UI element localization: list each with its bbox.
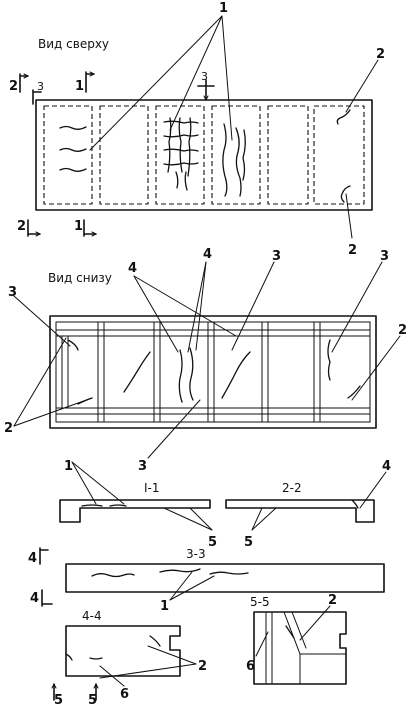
bottom-leader-3c <box>13 295 71 347</box>
section-3-3: 3-3 1 4 4 <box>28 547 385 614</box>
top-cut-3-left <box>32 89 42 105</box>
section-1-1-leaders-1 <box>71 461 125 505</box>
section-2-2-mark-5: 5 <box>244 535 253 550</box>
top-cut-2-bottom <box>27 219 41 237</box>
section-4-4-profile <box>65 625 181 677</box>
bottom-view: Вид снизу <box>4 247 407 474</box>
top-cracks-panel-1 <box>59 125 87 172</box>
top-cracks-panel-6 <box>336 109 351 203</box>
top-cut-3-left-label: 3 <box>37 80 44 93</box>
section-2-2-leader-4 <box>359 471 387 509</box>
bottom-slab-inner <box>55 321 371 423</box>
bottom-leader-3a <box>231 261 275 351</box>
bottom-mark-3c: 3 <box>8 285 17 300</box>
bottom-mark-3a: 3 <box>272 249 281 264</box>
bottom-leader-2b <box>351 335 401 401</box>
section-3-3-leaders-1 <box>169 571 215 601</box>
section-1-1-mark-1: 1 <box>64 459 73 474</box>
section-3-3-profile <box>65 563 385 593</box>
bottom-ribs <box>55 321 371 423</box>
top-view: Вид сверху <box>9 1 385 258</box>
section-2-2-leaders-5 <box>251 507 277 531</box>
top-cut-3-mid <box>197 79 215 101</box>
bottom-leaders-4 <box>133 261 237 353</box>
top-leader-2b <box>345 193 353 239</box>
section-4-4-cut-left <box>51 683 57 701</box>
top-mark-2a: 2 <box>376 47 385 62</box>
section-5-5: 5-5 2 6 <box>246 593 347 685</box>
section-2-2: 2-2 4 5 <box>225 459 391 550</box>
bottom-cracks <box>67 339 361 405</box>
section-3-3-title: 3-3 <box>186 547 206 561</box>
bottom-slab-outline <box>49 315 377 429</box>
top-mark-2b: 2 <box>348 243 357 258</box>
section-5-5-profile <box>253 611 347 685</box>
bottom-view-title: Вид снизу <box>48 271 112 285</box>
section-4-4-cut-left-label: 5 <box>54 693 63 708</box>
section-3-3-cut-bottom <box>41 589 53 607</box>
section-1-1: I-1 1 5 <box>59 459 217 550</box>
section-5-5-leader-6 <box>255 631 269 657</box>
section-4-4: 4-4 2 6 5 5 <box>51 609 207 708</box>
section-5-5-mark-6: 6 <box>246 659 255 674</box>
section-4-4-leader-6 <box>99 665 125 687</box>
section-5-5-mark-2: 2 <box>328 593 337 608</box>
bottom-leader-3d <box>147 399 201 459</box>
section-1-1-mark-5: 5 <box>208 535 217 550</box>
section-3-3-cut-bottom-label: 4 <box>30 591 39 606</box>
section-4-4-leaders-2 <box>99 645 197 679</box>
top-cut-1-bottom <box>83 219 97 237</box>
top-cracks-panel-4 <box>222 123 246 197</box>
section-1-1-leaders-5 <box>163 507 213 531</box>
top-cut-3-mid-label: 3 <box>201 70 208 83</box>
section-4-4-mark-6: 6 <box>120 687 129 702</box>
top-cut-2-top <box>19 73 29 93</box>
section-3-3-mark-1: 1 <box>160 599 169 614</box>
bottom-mark-2b: 2 <box>398 323 407 338</box>
top-slab-outline <box>35 99 373 211</box>
top-cut-2-top-label: 2 <box>9 79 18 94</box>
section-4-4-title: 4-4 <box>82 609 102 623</box>
section-4-4-cut-right <box>93 683 99 701</box>
section-3-3-cut-top <box>39 547 49 565</box>
bottom-mark-4a: 4 <box>128 261 137 276</box>
bottom-mark-2a: 2 <box>4 421 13 436</box>
top-cut-1-top <box>85 71 95 93</box>
section-5-5-title: 5-5 <box>250 595 270 609</box>
section-4-4-mark-2: 2 <box>198 659 207 674</box>
bottom-leaders-2-left <box>13 337 93 427</box>
top-leader-2a <box>345 59 379 113</box>
top-dashed-panels <box>43 105 365 205</box>
section-2-2-mark-4: 4 <box>382 459 391 474</box>
bottom-mark-3d: 3 <box>138 459 147 474</box>
section-2-2-profile <box>225 499 375 523</box>
top-cut-2-bottom-label: 2 <box>17 219 26 234</box>
section-2-2-title: 2-2 <box>282 481 302 495</box>
section-1-1-profile <box>59 499 211 523</box>
top-cut-1-bottom-label: 1 <box>74 219 83 234</box>
top-cut-1-top-label: 1 <box>75 79 84 94</box>
top-cracks-panel-3-grid <box>163 117 199 191</box>
bottom-mark-4b: 4 <box>203 247 212 262</box>
section-3-3-cut-top-label: 4 <box>28 551 37 566</box>
section-1-1-title: I-1 <box>144 481 160 495</box>
bottom-leader-3b <box>331 261 383 353</box>
section-5-5-leader-2 <box>299 605 331 641</box>
top-leaders-1 <box>89 15 233 151</box>
section-4-4-cut-right-label: 5 <box>88 693 97 708</box>
top-mark-1: 1 <box>219 1 228 16</box>
bottom-mark-3b: 3 <box>380 249 389 264</box>
top-view-title: Вид сверху <box>38 37 109 51</box>
